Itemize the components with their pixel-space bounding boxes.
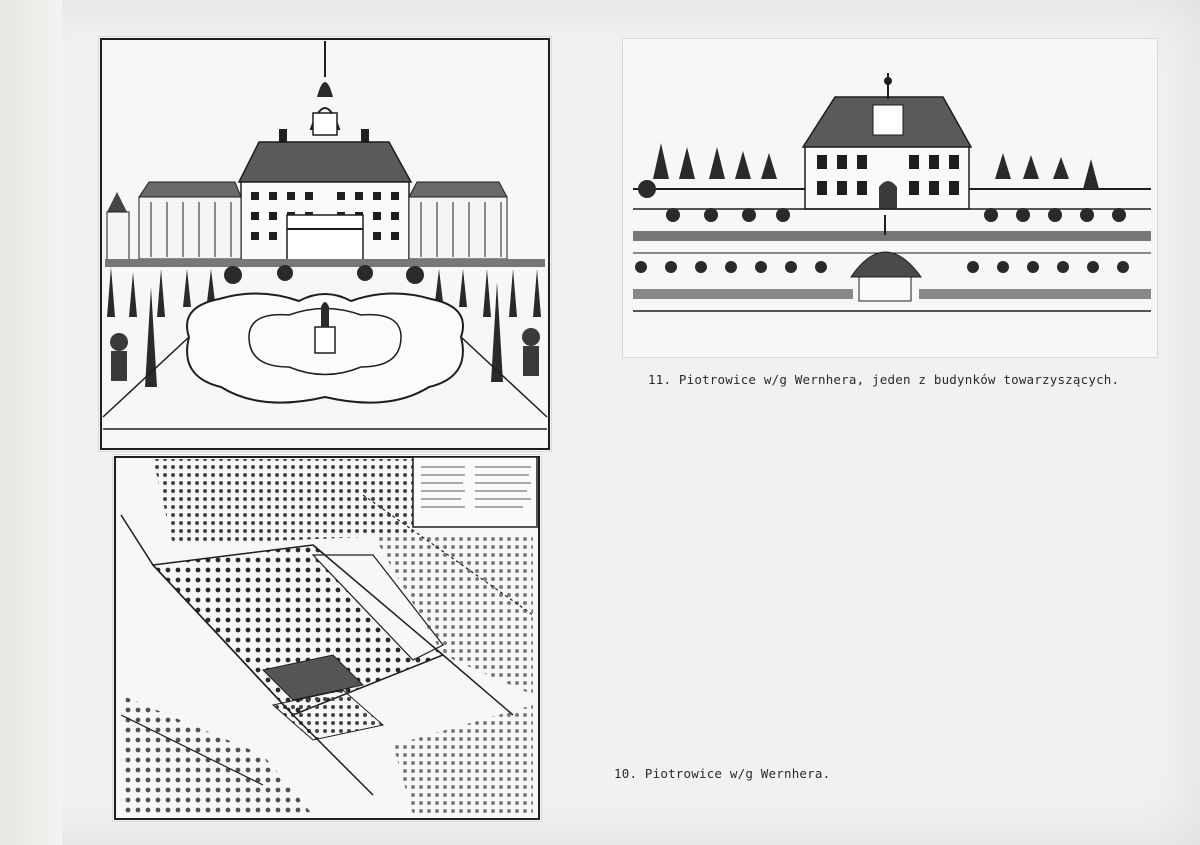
companion-building-drawing — [633, 73, 1151, 312]
figure-11-caption: 11. Piotrowice w/g Wernhera, jeden z bud… — [648, 372, 1120, 387]
figure-10-caption: 10. Piotrowice w/g Wernhera. — [614, 766, 831, 781]
palace-garden-drawing — [100, 38, 550, 450]
engraving-birdseye-plan — [112, 454, 542, 822]
engraving-companion-building — [622, 38, 1158, 358]
page-edge — [0, 0, 62, 845]
birdseye-plan-drawing — [114, 456, 540, 820]
engraving-palace-garden — [98, 36, 552, 452]
